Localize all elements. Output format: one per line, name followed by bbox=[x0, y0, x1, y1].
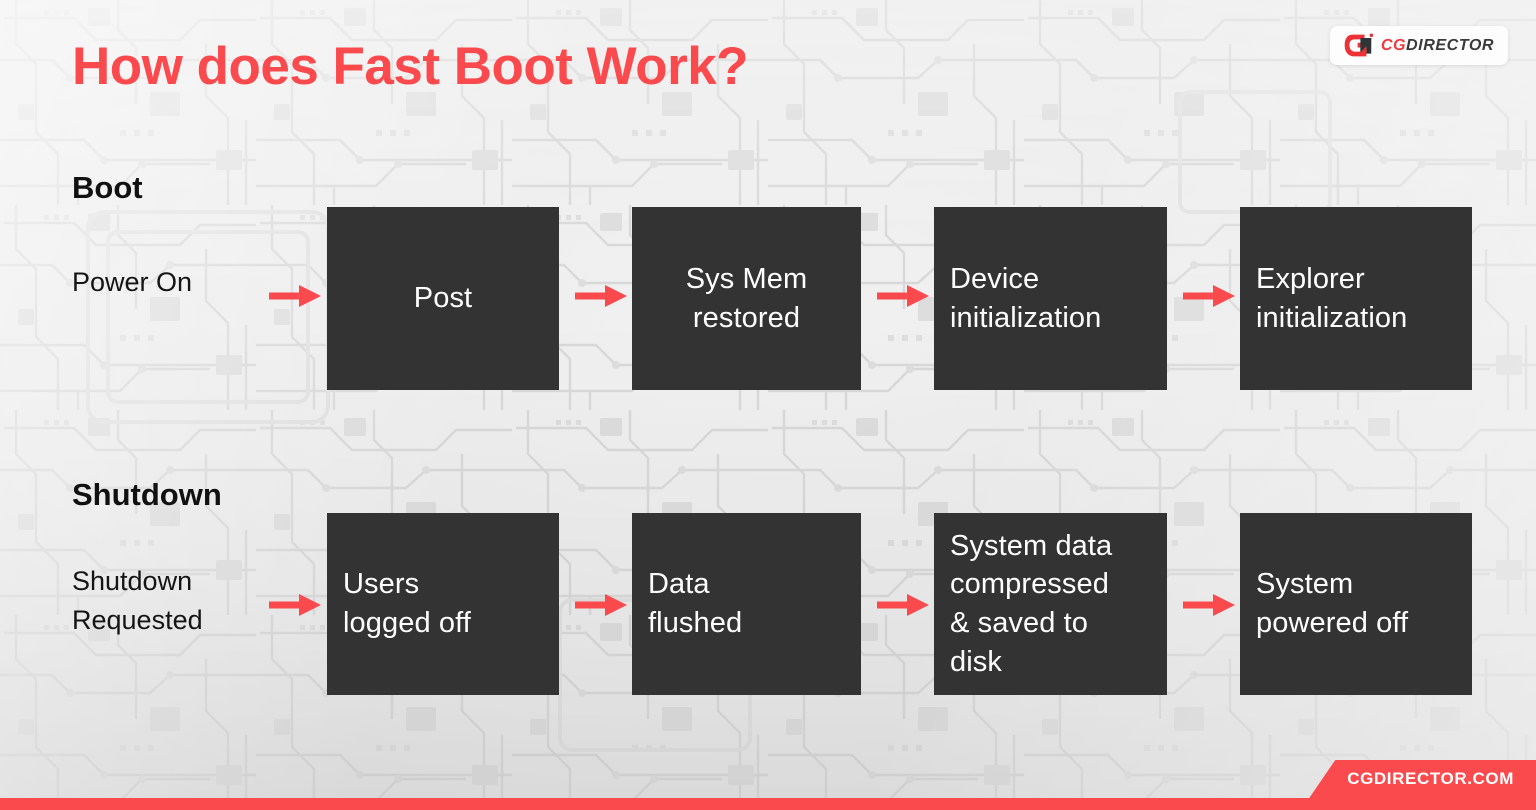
shutdown-step-4[interactable]: System powered off bbox=[1240, 513, 1472, 695]
arrow-icon-shutdown-0 bbox=[269, 594, 321, 616]
page-title: How does Fast Boot Work? bbox=[72, 37, 749, 96]
shutdown-row-label: Shutdown bbox=[72, 477, 222, 512]
shutdown-step-4-label: System powered off bbox=[1256, 568, 1409, 639]
cgdirector-g-mark bbox=[1344, 33, 1373, 57]
logo-wordmark: CGDIRECTOR bbox=[1381, 37, 1494, 55]
boot-step-4[interactable]: Explorer initialization bbox=[1240, 207, 1472, 390]
footer-accent-bar bbox=[0, 798, 1536, 810]
shutdown-step-3[interactable]: System data compressed & saved to disk bbox=[934, 513, 1167, 695]
cgdirector-logo[interactable]: CGDIRECTOR bbox=[1329, 26, 1509, 65]
boot-step-3-label: Device initialization bbox=[950, 262, 1102, 334]
arrow-icon-shutdown-3 bbox=[1183, 594, 1235, 616]
boot-step-4-label: Explorer initialization bbox=[1256, 262, 1408, 334]
shutdown-step-3-label: System data compressed & saved to disk bbox=[950, 529, 1113, 678]
shutdown-start-label: Shutdown Requested bbox=[72, 566, 203, 635]
shutdown-step-1[interactable]: Users logged off bbox=[327, 513, 559, 695]
shutdown-step-2[interactable]: Data flushed bbox=[632, 513, 861, 695]
arrow-icon-boot-2 bbox=[877, 285, 929, 307]
arrow-icon-boot-0 bbox=[269, 285, 321, 307]
boot-step-1[interactable]: Post bbox=[327, 207, 559, 390]
boot-step-1-label: Post bbox=[413, 282, 473, 315]
logo-text-cg: CG bbox=[1380, 36, 1407, 54]
shutdown-step-1-label: Users logged off bbox=[343, 568, 471, 639]
shutdown-step-track: Users logged off Data flushed System dat… bbox=[258, 477, 1536, 697]
boot-step-2[interactable]: Sys Mem restored bbox=[632, 207, 861, 390]
boot-step-2-label: Sys Mem restored bbox=[685, 262, 808, 334]
footer-site-tag[interactable]: CGDIRECTOR.COM bbox=[1309, 760, 1536, 798]
arrow-icon-boot-3 bbox=[1183, 285, 1235, 307]
logo-text-director: DIRECTOR bbox=[1405, 36, 1495, 54]
arrow-icon-boot-1 bbox=[575, 285, 627, 307]
boot-step-3[interactable]: Device initialization bbox=[934, 207, 1167, 390]
boot-step-track: Post Sys Mem restored Device initializat… bbox=[258, 170, 1536, 390]
boot-row-label: Boot bbox=[72, 170, 143, 205]
boot-start-label: Power On bbox=[72, 267, 193, 297]
shutdown-step-2-label: Data flushed bbox=[648, 568, 743, 639]
arrow-icon-shutdown-1 bbox=[575, 594, 627, 616]
arrow-icon-shutdown-2 bbox=[877, 594, 929, 616]
